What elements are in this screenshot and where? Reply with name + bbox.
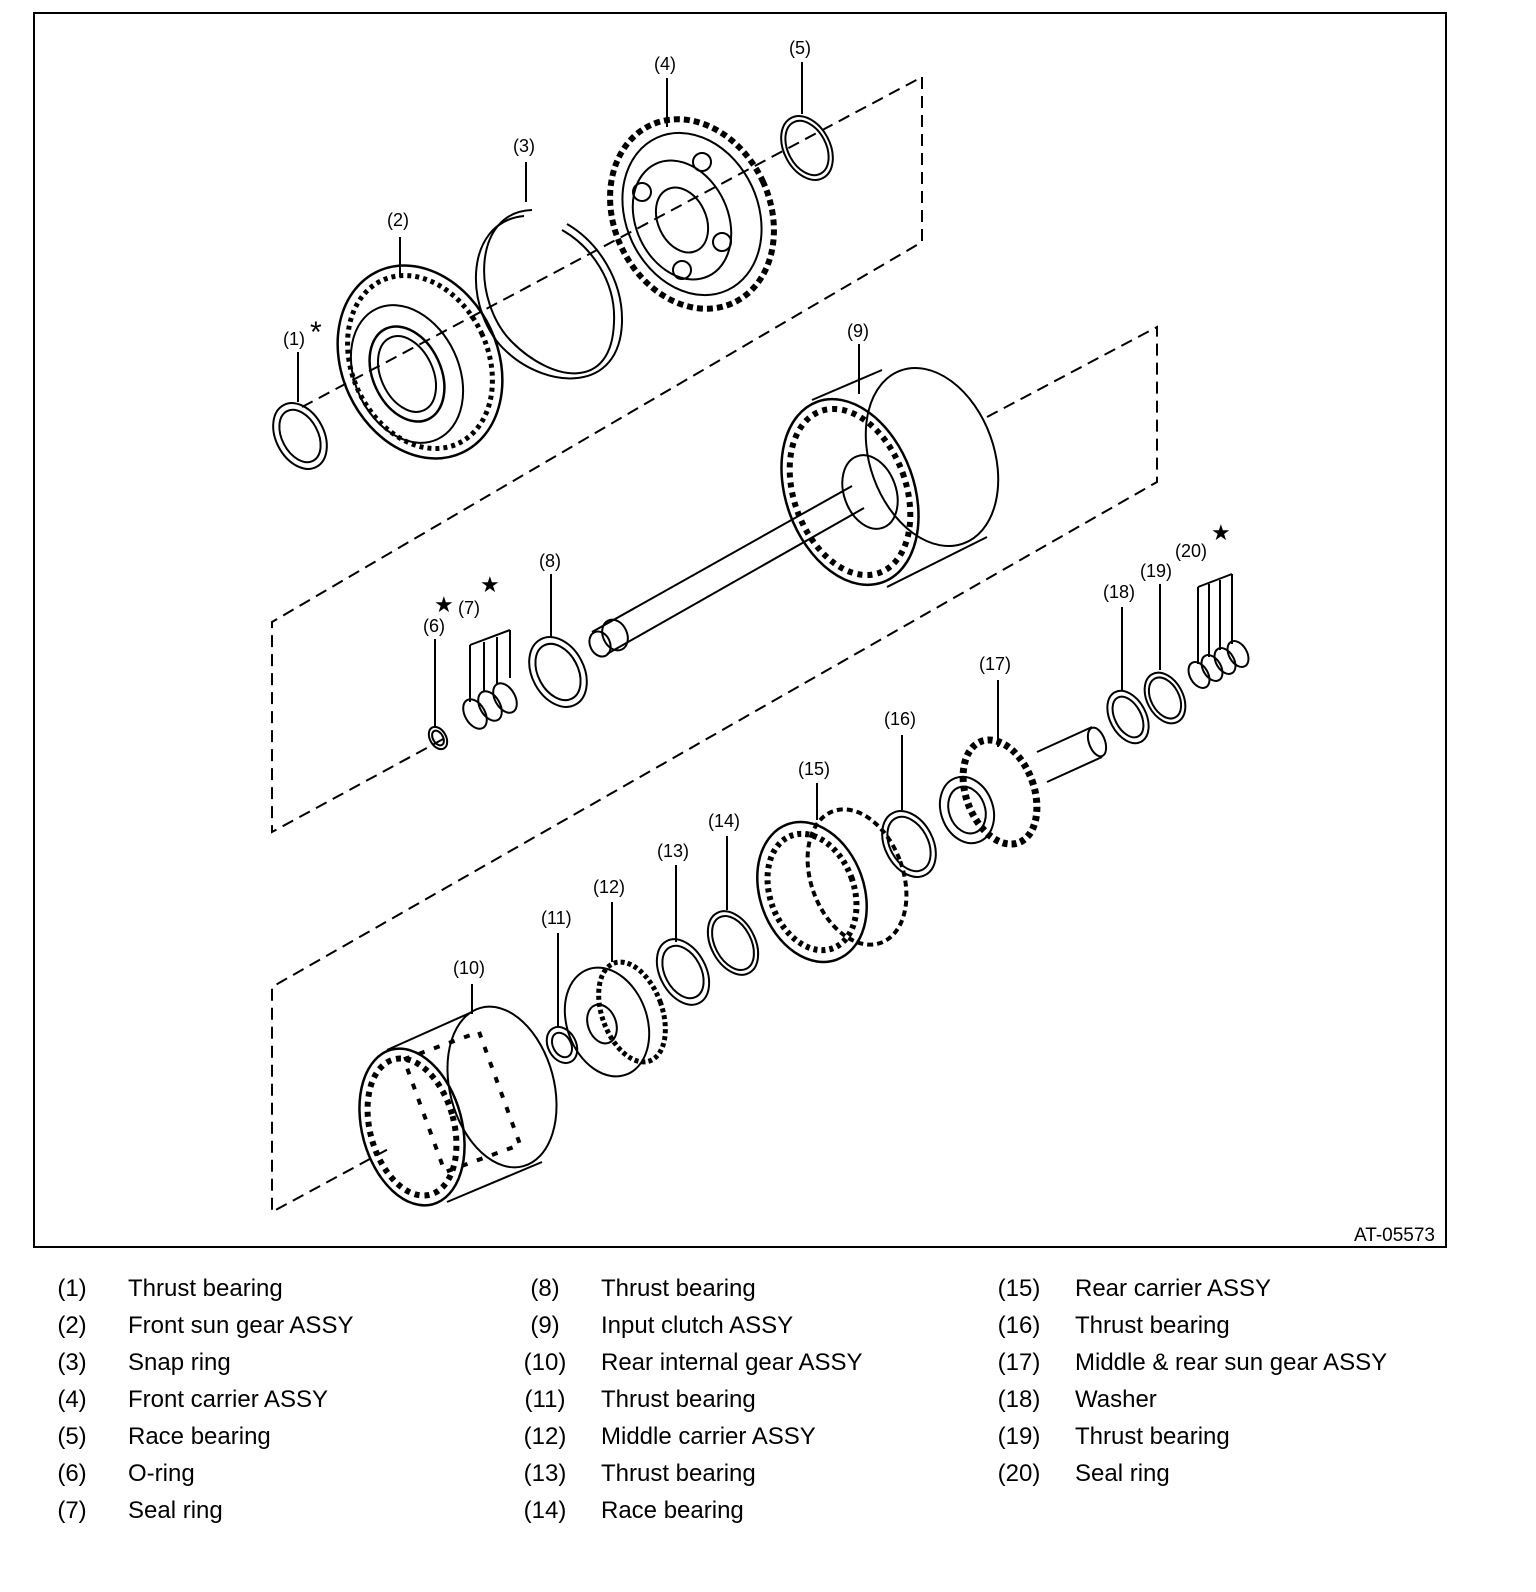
- legend-part-name: Rear internal gear ASSY: [601, 1349, 863, 1376]
- callout-18: (18): [1103, 582, 1135, 602]
- legend-number: (10): [523, 1349, 567, 1376]
- legend-part-name: Input clutch ASSY: [601, 1312, 794, 1339]
- legend-number: (9): [530, 1312, 560, 1339]
- legend-number: (11): [524, 1386, 566, 1413]
- legend-part-name: Race bearing: [601, 1497, 744, 1524]
- legend-part-name: Rear carrier ASSY: [1075, 1275, 1272, 1302]
- legend-number: (13): [523, 1460, 567, 1487]
- legend-part-name: Seal ring: [128, 1497, 223, 1524]
- part-16-thrust-bearing: [881, 810, 937, 878]
- legend-number: (16): [997, 1312, 1041, 1339]
- star-mark-20: ★: [1211, 521, 1231, 546]
- callout-9: (9): [847, 321, 869, 341]
- legend-number: (1): [57, 1275, 87, 1302]
- exploded-view-figure: (1) (2) (3) (4) (5) (6) (7) (8) (9) (10)…: [33, 12, 1447, 1248]
- callout-17: (17): [979, 654, 1011, 674]
- legend-part-name: Race bearing: [128, 1423, 271, 1450]
- part-11-thrust-bearing: [545, 1025, 579, 1065]
- legend-number: (3): [57, 1349, 87, 1376]
- legend-number: (20): [997, 1460, 1041, 1487]
- legend-number: (18): [997, 1386, 1041, 1413]
- legend-part-name: Seal ring: [1075, 1460, 1170, 1487]
- assembly-centerlines: [271, 76, 1158, 1214]
- legend-part-name: Thrust bearing: [1075, 1423, 1230, 1450]
- legend-part-name: Front carrier ASSY: [128, 1386, 329, 1413]
- legend-part-name: Thrust bearing: [601, 1275, 756, 1302]
- legend-part-name: Middle carrier ASSY: [601, 1423, 816, 1450]
- parts-legend: (1) Thrust bearing (2) Front sun gear ASSY (…: [0, 1270, 1536, 1570]
- asterisk-mark: *: [310, 316, 322, 349]
- legend-number: (19): [997, 1423, 1041, 1450]
- callout-1: (1): [283, 329, 305, 349]
- callout-16: (16): [884, 709, 916, 729]
- part-13-thrust-bearing: [655, 938, 711, 1006]
- legend-part-name: Thrust bearing: [1075, 1312, 1230, 1339]
- legend-part-name: Thrust bearing: [601, 1386, 756, 1413]
- callout-13: (13): [657, 841, 689, 861]
- part-18-washer: [1106, 689, 1150, 745]
- special-marks: * ★ ★ ★: [310, 316, 1231, 618]
- star-mark-6: ★: [434, 593, 454, 618]
- callout-10: (10): [453, 958, 485, 978]
- star-mark-7: ★: [480, 573, 500, 598]
- legend-number: (14): [523, 1497, 567, 1524]
- legend-part-name: Washer: [1075, 1386, 1157, 1413]
- part-15-rear-carrier: [756, 807, 909, 964]
- callout-5: (5): [789, 38, 811, 58]
- callout-7: (7): [458, 598, 480, 618]
- callout-20: (20): [1175, 541, 1207, 561]
- legend-number: (15): [997, 1275, 1041, 1302]
- legend-part-name: Thrust bearing: [128, 1275, 283, 1302]
- legend-part-name: Snap ring: [128, 1349, 231, 1376]
- callout-19: (19): [1140, 561, 1172, 581]
- legend-part-name: Thrust bearing: [601, 1460, 756, 1487]
- part-17-sun-gear: [938, 726, 1108, 848]
- part-19-thrust-bearing: [1143, 671, 1187, 725]
- part-2-front-sun-gear: [336, 264, 504, 460]
- part-3-snap-ring: [474, 209, 624, 380]
- part-9-input-clutch: [588, 366, 1000, 658]
- exploded-view-diagram: (1) (2) (3) (4) (5) (6) (7) (8) (9) (10)…: [271, 38, 1435, 1246]
- callout-3: (3): [513, 136, 535, 156]
- legend-number: (2): [57, 1312, 87, 1339]
- part-8-thrust-bearing: [528, 636, 588, 708]
- leader-lines: [297, 62, 1161, 1027]
- part-10-rear-internal-gear: [358, 1005, 558, 1207]
- legend-number: (8): [530, 1275, 560, 1302]
- part-14-race-bearing: [706, 910, 760, 976]
- legend-number: (5): [57, 1423, 87, 1450]
- callout-12: (12): [593, 877, 625, 897]
- part-12-middle-carrier: [563, 959, 668, 1078]
- part-5-race-bearing: [780, 115, 834, 181]
- legend-part-name: Front sun gear ASSY: [128, 1312, 354, 1339]
- legend-number: (4): [57, 1386, 87, 1413]
- legend-number: (17): [997, 1349, 1041, 1376]
- callout-4: (4): [654, 54, 676, 74]
- figure-id-label: AT-05573: [1354, 1225, 1435, 1246]
- callout-2: (2): [387, 210, 409, 230]
- part-20-seal-rings: [1187, 573, 1250, 689]
- part-7-seal-rings: [462, 629, 518, 730]
- legend-part-name: Middle & rear sun gear ASSY: [1075, 1349, 1388, 1376]
- legend-number: (12): [523, 1423, 567, 1450]
- callout-11: (11): [541, 908, 572, 928]
- callout-14: (14): [708, 811, 740, 831]
- callout-8: (8): [539, 551, 561, 571]
- callout-6: (6): [423, 616, 445, 636]
- part-4-front-carrier: [607, 116, 777, 312]
- legend-part-name: O-ring: [128, 1460, 195, 1487]
- part-6-o-ring: [427, 725, 449, 751]
- callout-15: (15): [798, 759, 830, 779]
- callout-labels: (1) (2) (3) (4) (5) (6) (7) (8) (9) (10)…: [283, 38, 1207, 978]
- legend-number: (6): [57, 1460, 87, 1487]
- legend-number: (7): [57, 1497, 87, 1524]
- part-1-thrust-bearing: [272, 402, 328, 470]
